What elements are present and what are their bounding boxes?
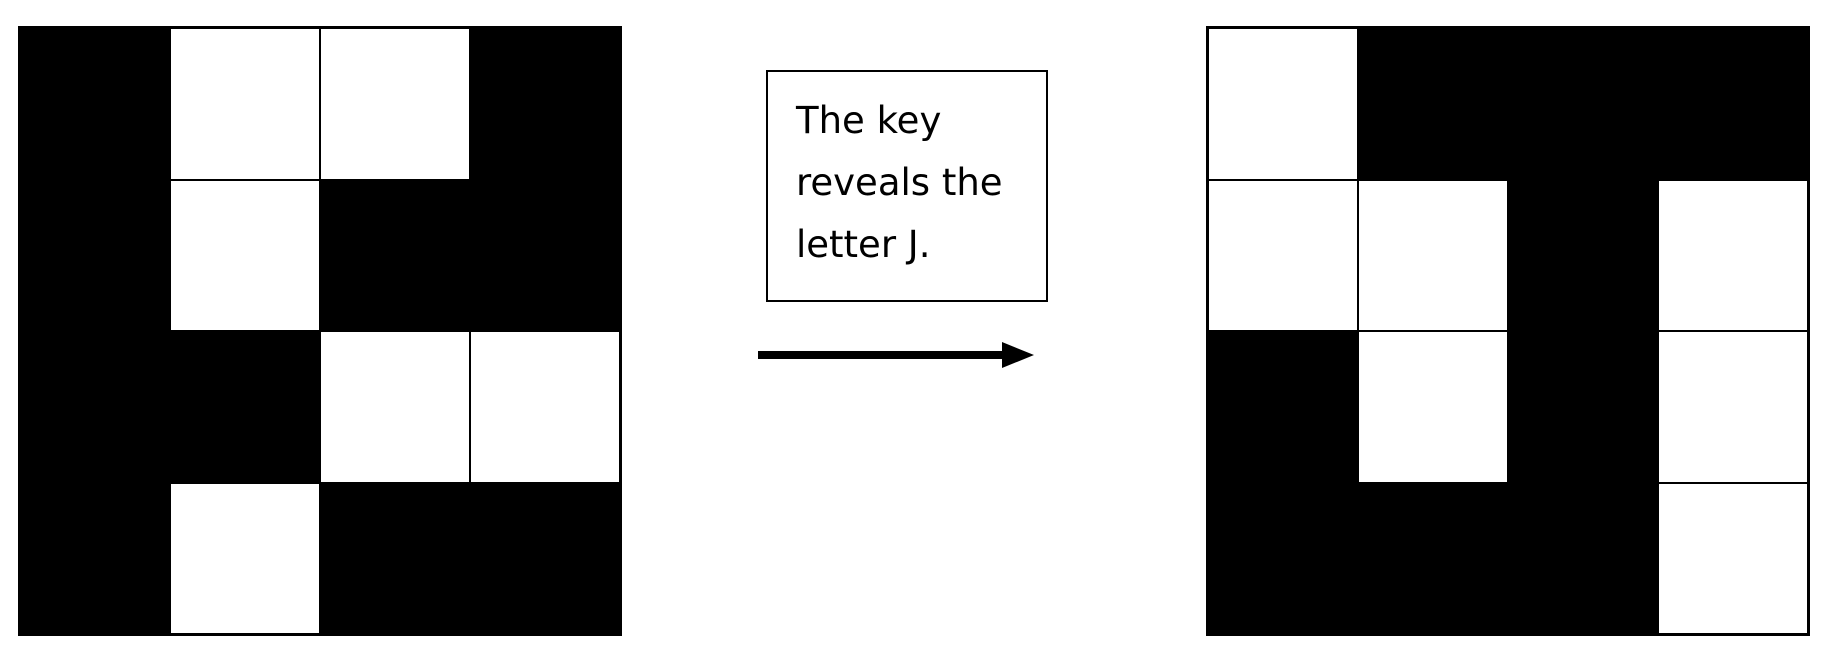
right-grid-cell-r2-c4 (1658, 179, 1808, 331)
left-grid-cell-r1-c2 (170, 28, 320, 180)
right-grid-cell-r1-c4 (1658, 28, 1808, 180)
key-note-box: The key reveals the letter J. (766, 70, 1048, 302)
right-grid-cell-r1-c2 (1358, 28, 1508, 180)
left-grid (18, 26, 622, 636)
right-grid-cell-r4-c1 (1208, 482, 1358, 634)
right-grid-cell-r2-c3 (1508, 179, 1658, 331)
right-arrow-icon (758, 342, 1034, 368)
right-grid-cell-r2-c2 (1358, 179, 1508, 331)
right-grid-cell-r3-c3 (1508, 331, 1658, 483)
left-grid-cell-r4-c3 (320, 482, 470, 634)
right-grid-cell-r3-c1 (1208, 331, 1358, 483)
left-grid-cell-r4-c1 (20, 482, 170, 634)
note-line-2: reveals the (796, 161, 1003, 204)
left-grid-cell-r1-c4 (470, 28, 620, 180)
right-grid-cell-r4-c4 (1658, 482, 1808, 634)
right-grid-cell-r1-c1 (1208, 28, 1358, 180)
left-grid-cell-r2-c3 (320, 179, 470, 331)
right-grid (1206, 26, 1810, 636)
left-grid-cell-r2-c1 (20, 179, 170, 331)
note-line-3: letter J. (796, 223, 931, 266)
left-grid-cell-r1-c3 (320, 28, 470, 180)
left-grid-cell-r3-c1 (20, 331, 170, 483)
left-grid-cell-r2-c4 (470, 179, 620, 331)
note-line-1: The key (796, 99, 942, 142)
left-grid-cell-r3-c4 (470, 331, 620, 483)
right-grid-cell-r4-c3 (1508, 482, 1658, 634)
right-grid-cell-r1-c3 (1508, 28, 1658, 180)
right-grid-cell-r3-c2 (1358, 331, 1508, 483)
left-grid-cell-r3-c3 (320, 331, 470, 483)
left-grid-cell-r1-c1 (20, 28, 170, 180)
left-grid-cell-r3-c2 (170, 331, 320, 483)
left-grid-cell-r4-c2 (170, 482, 320, 634)
left-grid-cell-r2-c2 (170, 179, 320, 331)
right-grid-cell-r4-c2 (1358, 482, 1508, 634)
right-grid-cell-r2-c1 (1208, 179, 1358, 331)
right-grid-cell-r3-c4 (1658, 331, 1808, 483)
left-grid-cell-r4-c4 (470, 482, 620, 634)
